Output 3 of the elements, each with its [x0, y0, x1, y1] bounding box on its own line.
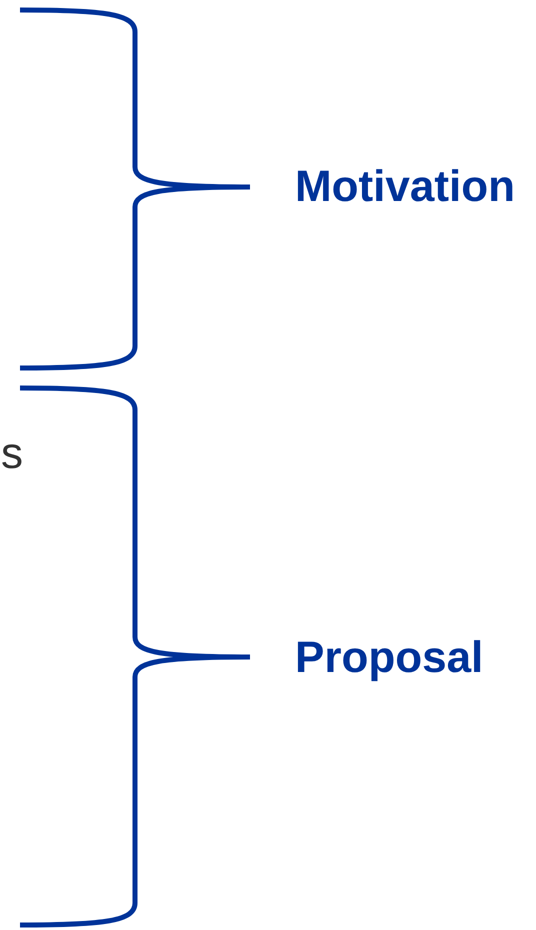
section-label: Motivation — [295, 165, 515, 209]
section-label: Proposal — [295, 636, 484, 680]
text-fragment: s — [1, 432, 23, 476]
